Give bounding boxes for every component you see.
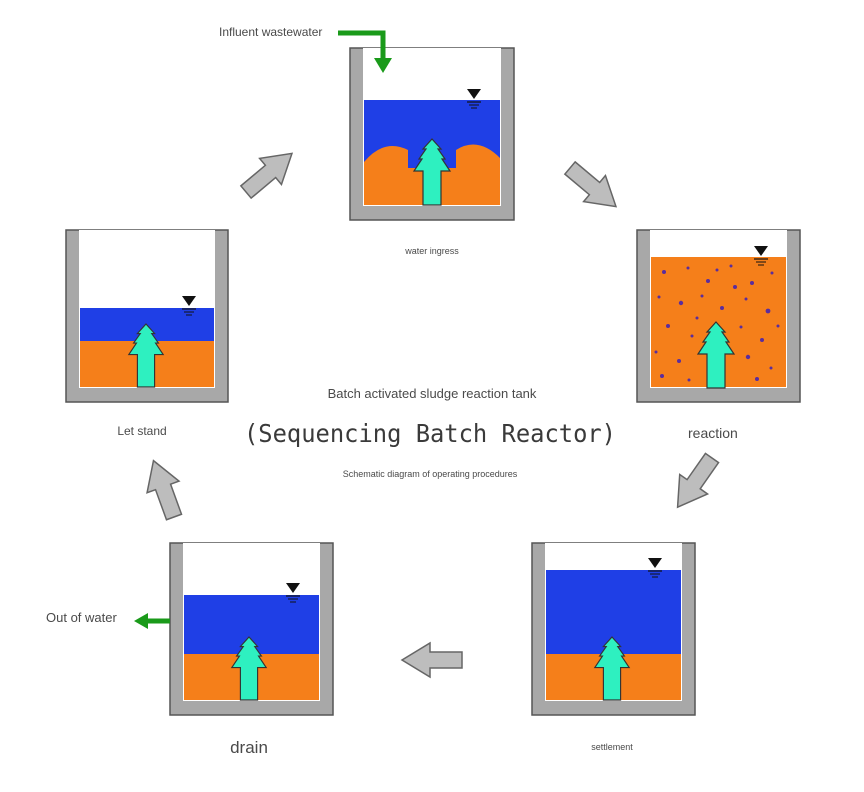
- process-arrow-icon: [401, 642, 463, 678]
- subtitle: Schematic diagram of operating procedure…: [343, 469, 518, 479]
- influent-pipe: [338, 30, 386, 62]
- out-of-water-label: Out of water: [46, 610, 117, 625]
- tank-water-ingress: Influent wastewater water ingress: [219, 25, 515, 256]
- water-ingress-label: water ingress: [404, 246, 459, 256]
- let-stand-label: Let stand: [117, 424, 166, 438]
- process-arrow-icon: [234, 139, 304, 206]
- drain-label: drain: [230, 738, 268, 757]
- process-arrow-icon: [136, 454, 191, 524]
- title-line-1: Batch activated sludge reaction tank: [328, 386, 537, 401]
- title-line-2: (Sequencing Batch Reactor): [244, 419, 616, 448]
- reaction-label: reaction: [688, 425, 738, 441]
- influent-arrow-icon: [374, 58, 392, 73]
- outflow-arrow-icon: [134, 613, 148, 629]
- settlement-label: settlement: [591, 742, 633, 752]
- tank-settlement: settlement: [531, 542, 696, 752]
- influent-label: Influent wastewater: [219, 25, 322, 39]
- tank-let-stand: Let stand: [65, 229, 229, 438]
- process-arrow-icon: [662, 447, 727, 518]
- sludge-particles: [654, 264, 780, 382]
- tank-drain: Out of water drain: [46, 542, 334, 757]
- tank-reaction: reaction: [636, 229, 801, 441]
- process-arrow-icon: [558, 154, 628, 221]
